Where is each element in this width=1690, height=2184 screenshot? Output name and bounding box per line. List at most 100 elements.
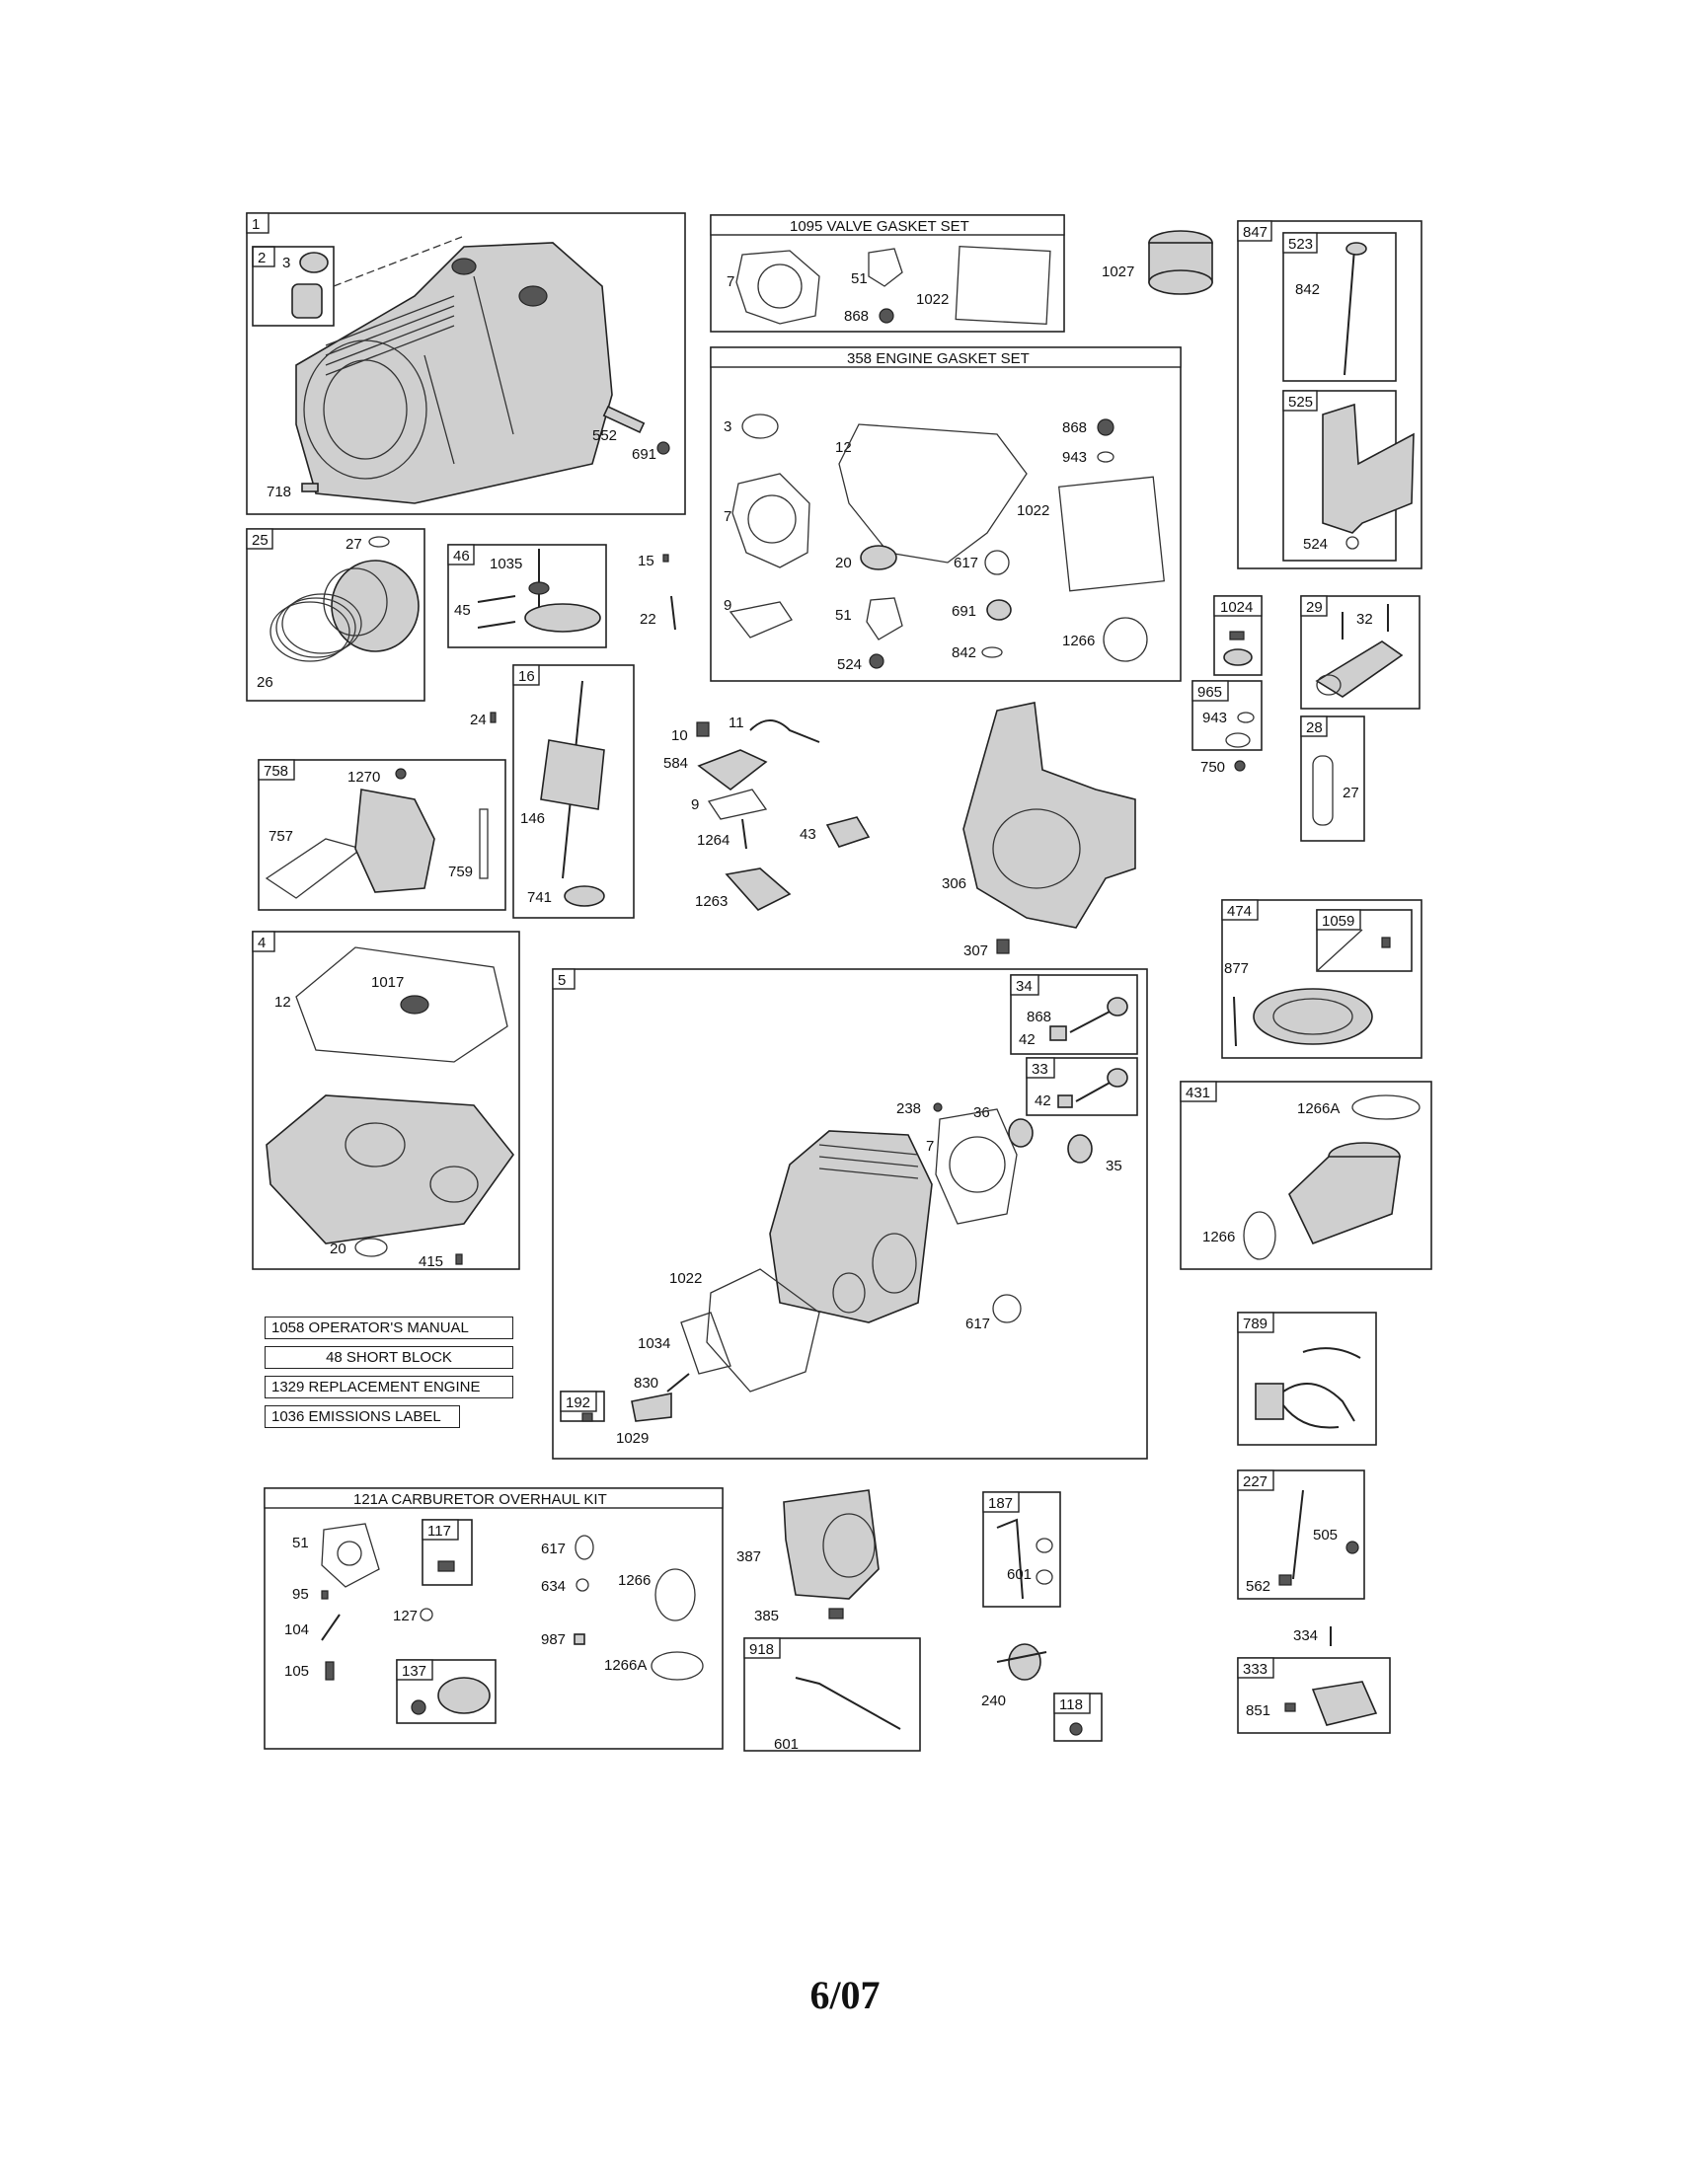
group-number-tag: 525: [1288, 394, 1313, 411]
part-number-label: 1270: [347, 769, 380, 786]
part-number-label: 9: [691, 796, 699, 813]
part-number-label: 7: [724, 508, 731, 525]
kit-title: 1095 VALVE GASKET SET: [790, 218, 969, 235]
part-number-label: 617: [541, 1541, 566, 1557]
group-number-tag: 333: [1243, 1661, 1268, 1678]
part-number-label: 691: [952, 603, 976, 620]
part-number-label: 12: [835, 439, 852, 456]
part-number-label: 27: [346, 536, 362, 553]
group-965: 965 943 750: [1191, 680, 1263, 776]
part-number-label: 718: [267, 484, 291, 500]
group-number-tag: 474: [1227, 903, 1252, 920]
part-number-label: 851: [1246, 1702, 1270, 1719]
group-number-tag: 965: [1197, 684, 1222, 701]
part-number-label: 35: [1106, 1158, 1122, 1174]
part-number-label: 987: [541, 1631, 566, 1648]
part-number-label: 552: [592, 427, 617, 444]
part-number-label: 45: [454, 602, 471, 619]
part-number-label: 104: [284, 1621, 309, 1638]
page-number: 6/07: [809, 1973, 881, 2017]
part-number-label: 43: [800, 826, 816, 843]
group-number-tag: 25: [252, 532, 269, 549]
group-number-tag: 5: [558, 972, 566, 989]
part-number-label: 505: [1313, 1527, 1338, 1544]
group-16-crankshaft: 16 146 741: [512, 664, 635, 919]
group-number-tag: 1024: [1220, 599, 1253, 616]
part-number-label: 22: [640, 611, 656, 628]
part-number-label: 51: [292, 1535, 309, 1551]
part-number-label: 3: [724, 418, 731, 435]
part-number-label: 634: [541, 1578, 566, 1595]
group-number-tag: 847: [1243, 224, 1268, 241]
group-789-harness: 789: [1237, 1312, 1377, 1446]
loose-parts-15-22-24: 15 22 24: [470, 553, 676, 728]
group-number-tag: 1: [252, 216, 260, 233]
part-number-label: 584: [663, 755, 688, 772]
part-number-label: 1034: [638, 1335, 670, 1352]
group-number-tag: 1059: [1322, 913, 1354, 930]
part-number-label: 240: [981, 1693, 1006, 1709]
part-number-label: 334: [1293, 1627, 1318, 1644]
part-number-label: 42: [1019, 1031, 1036, 1048]
part-number-label: 9: [724, 597, 731, 614]
group-number-tag: 137: [402, 1663, 426, 1680]
part-number-label: 741: [527, 889, 552, 906]
part-number-label: 307: [963, 942, 988, 959]
operators-manual-label: 1058 OPERATOR'S MANUAL: [265, 1317, 513, 1339]
group-number-tag: 187: [988, 1495, 1013, 1512]
part-number-label: 830: [634, 1375, 658, 1392]
part-number-label: 757: [269, 828, 293, 845]
part-number-label: 562: [1246, 1578, 1270, 1595]
group-46-camshaft: 46 1035 45: [447, 544, 607, 648]
group-333-ignition: 334 333 851: [1237, 1626, 1391, 1734]
part-number-label: 15: [638, 553, 654, 569]
fuel-filter-240: 240: [981, 1643, 1047, 1709]
part-number-label: 691: [632, 446, 656, 463]
group-758-breather: 758 1270 757 759: [258, 759, 506, 911]
group-4-sump: 4 1017 12 20 415: [252, 931, 520, 1270]
group-number-tag: 28: [1306, 719, 1323, 736]
fuel-pump-387: 387 385: [736, 1489, 880, 1624]
group-number-tag: 192: [566, 1394, 590, 1411]
part-number-label: 42: [1035, 1092, 1051, 1109]
part-number-label: 759: [448, 864, 473, 880]
group-number-tag: 431: [1186, 1085, 1210, 1101]
part-number-label: 385: [754, 1608, 779, 1624]
part-number-label: 943: [1062, 449, 1087, 466]
part-number-label: 877: [1224, 960, 1249, 977]
part-number-label: 1027: [1102, 264, 1134, 280]
part-number-label: 11: [729, 715, 744, 731]
part-number-label: 127: [393, 1608, 418, 1624]
group-5-cylinder-head: 5 34 868 42 33 42 238 36 7 35 1022 1034: [552, 968, 1148, 1460]
part-number-label: 24: [470, 712, 487, 728]
part-number-label: 524: [837, 656, 862, 673]
group-number-tag: 16: [518, 668, 535, 685]
part-number-label: 51: [851, 270, 868, 287]
group-number-tag: 789: [1243, 1316, 1268, 1332]
part-number-label: 601: [774, 1736, 799, 1753]
part-number-label: 1029: [616, 1430, 649, 1447]
part-number-label: 20: [330, 1241, 346, 1257]
part-number-label: 3: [282, 255, 290, 271]
group-number-tag: 2: [258, 250, 266, 266]
group-118: 118: [1053, 1693, 1103, 1742]
part-number-label: 20: [835, 555, 852, 571]
group-1-cylinder-block: 1 2 3 552 691 718: [246, 212, 686, 515]
kit-title: 121A CARBURETOR OVERHAUL KIT: [353, 1491, 607, 1508]
part-number-label: 1263: [695, 893, 728, 910]
group-number-tag: 33: [1032, 1061, 1048, 1078]
part-number-label: 1022: [669, 1270, 702, 1287]
part-number-label: 1264: [697, 832, 730, 849]
part-number-label: 238: [896, 1100, 921, 1117]
group-29-connecting-rod: 29 32: [1300, 595, 1421, 710]
carburetor-overhaul-kit: 121A CARBURETOR OVERHAUL KIT 51 117 617 …: [264, 1487, 724, 1750]
breather-hose-parts: 10 11 584 9 1264 43 1263: [663, 715, 871, 911]
group-847-dipstick: 847 523 842 525 524: [1237, 220, 1422, 569]
part-number-label: 868: [1062, 419, 1087, 436]
replacement-engine-label: 1329 REPLACEMENT ENGINE: [265, 1376, 513, 1398]
part-number-label: 1266: [618, 1572, 651, 1589]
part-number-label: 51: [835, 607, 852, 624]
group-25-piston: 25 27 26: [246, 528, 425, 702]
part-number-label: 105: [284, 1663, 309, 1680]
group-number-tag: 34: [1016, 978, 1033, 995]
